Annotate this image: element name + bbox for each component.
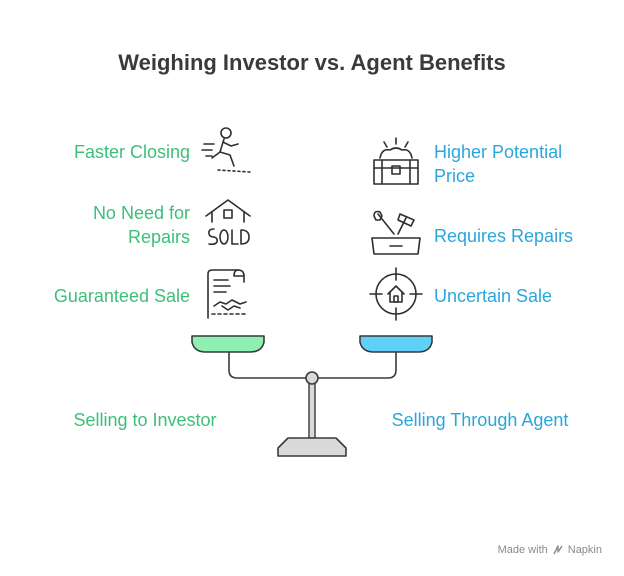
- left-item-no-repairs-line2: Repairs: [127, 227, 190, 247]
- left-item-guaranteed-sale: Guaranteed Sale: [53, 286, 190, 306]
- scale-pivot: [305, 371, 319, 385]
- left-item-no-repairs: No Need for Repairs: [40, 201, 190, 249]
- scale-base: [277, 437, 347, 457]
- right-item-higher-price-line1: Higher Potential: [434, 142, 563, 162]
- right-item-higher-price-line2: Price: [434, 166, 476, 186]
- scale-post: [308, 379, 316, 439]
- right-item-requires-repairs: Requires Repairs: [434, 226, 574, 246]
- right-item-higher-price: Higher Potential Price: [434, 140, 614, 188]
- right-scale-pan: [359, 335, 433, 353]
- made-with-footer: Made with Napkin: [498, 544, 602, 556]
- target-house-icon: [369, 267, 423, 321]
- left-scale-pan: [191, 335, 265, 353]
- handshake-contract-icon: [207, 269, 249, 319]
- left-item-no-repairs-line1: No Need for: [92, 203, 190, 223]
- footer-text: Made with: [497, 544, 548, 556]
- sold-house-icon: [205, 199, 251, 246]
- footer-brand: Napkin: [567, 544, 602, 556]
- diagram-title: Weighing Investor vs. Agent Benefits: [118, 50, 506, 75]
- left-item-faster-closing: Faster Closing: [73, 142, 190, 162]
- right-item-uncertain-sale: Uncertain Sale: [434, 286, 553, 306]
- toolbox-icon: [371, 210, 421, 255]
- left-caption: Selling to Investor: [73, 410, 217, 430]
- napkin-logo-icon: [553, 545, 563, 555]
- right-caption: Selling Through Agent: [391, 410, 569, 430]
- treasure-chest-icon: [373, 137, 419, 185]
- person-running-icon: [201, 127, 251, 173]
